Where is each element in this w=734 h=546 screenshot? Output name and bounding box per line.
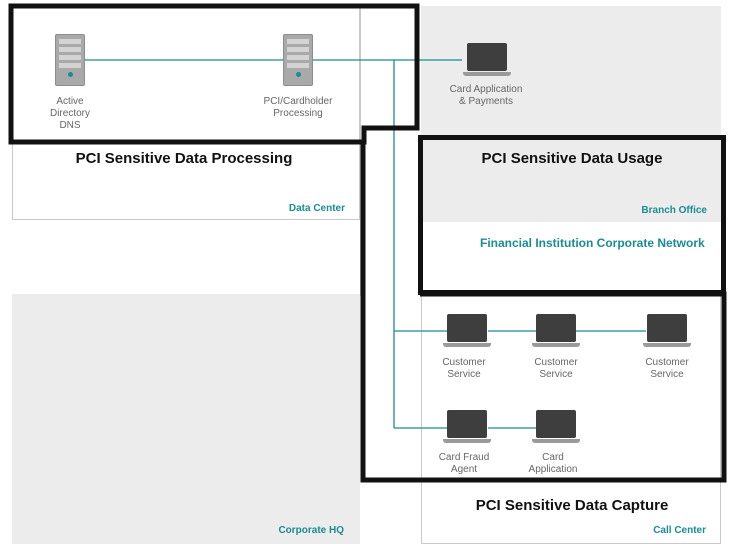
laptop-icon xyxy=(463,43,511,77)
server-icon xyxy=(55,34,85,86)
laptop-icon xyxy=(532,314,580,348)
pci-processing-title: PCI Sensitive Data Processing xyxy=(75,150,293,167)
branch-office-label: Branch Office xyxy=(641,205,707,216)
call-center-label: Call Center xyxy=(653,525,706,536)
laptop-icon xyxy=(443,314,491,348)
corporate-hq-zone: Corporate HQ xyxy=(12,294,360,544)
corporate-hq-label: Corporate HQ xyxy=(278,525,344,536)
data-center-label: Data Center xyxy=(288,203,345,214)
pci-usage-title: PCI Sensitive Data Usage xyxy=(481,150,663,167)
laptop-icon xyxy=(643,314,691,348)
laptop-icon xyxy=(443,410,491,444)
branch-office-zone: Branch Office xyxy=(421,6,721,222)
server-icon xyxy=(283,34,313,86)
branch-laptop-caption: Card Application& Payments xyxy=(449,84,523,107)
pci-capture-title: PCI Sensitive Data Capture xyxy=(475,497,669,514)
laptop-icon xyxy=(532,410,580,444)
corporate-network-label: Financial Institution Corporate Network xyxy=(480,236,705,250)
